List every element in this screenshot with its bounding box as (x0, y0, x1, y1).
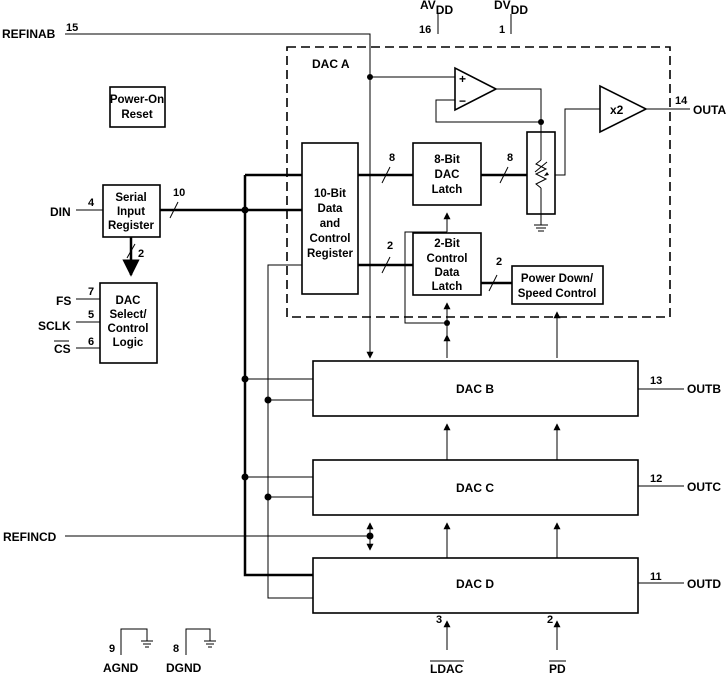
svg-text:Logic: Logic (113, 337, 144, 349)
bus-width-logic: 2 (138, 248, 144, 260)
fs-label: FS (56, 294, 71, 308)
outb-pin: 13 (650, 375, 662, 387)
outd-pin: 11 (650, 571, 662, 583)
din-pin: 4 (88, 197, 95, 209)
outc-label: OUTC (687, 480, 721, 494)
outa-label: OUTA (693, 103, 726, 117)
svg-text:10-Bit: 10-Bit (314, 188, 346, 200)
svg-text:and: and (320, 218, 340, 230)
pd-label: PD (549, 662, 566, 675)
cs-pin: 6 (88, 336, 94, 348)
dac-select-control-logic: DAC Select/ Control Logic (99, 282, 158, 364)
svg-text:DAC: DAC (435, 169, 460, 181)
outc-pin: 12 (650, 473, 662, 485)
svg-text:DAC: DAC (116, 295, 141, 307)
svg-text:Data: Data (435, 267, 461, 279)
agnd-ground: 9 AGND (103, 628, 153, 675)
avdd-supply: AVDD 16 (419, 0, 453, 36)
svg-text:Register: Register (307, 248, 354, 260)
resistor-string (526, 122, 556, 232)
agnd-label: AGND (103, 661, 139, 675)
dac-a-label: DAC A (312, 57, 350, 71)
dvdd-pin: 1 (499, 24, 505, 36)
dac-b-block: DAC B (312, 360, 639, 417)
reference-buffer: + − (454, 66, 498, 112)
din-label: DIN (50, 205, 71, 219)
refinab-pin: 15 (66, 22, 78, 34)
bus-width-dac-latch: 8 (389, 152, 395, 164)
power-on-reset-block: Power-On Reset (109, 86, 166, 128)
sclk-pin: 5 (88, 309, 94, 321)
cs-label: CS (54, 342, 71, 356)
pd-pin: 2 (547, 614, 553, 626)
data-control-register: 10-Bit Data and Control Register (301, 142, 359, 295)
outd-label: OUTD (687, 577, 721, 591)
svg-text:Serial: Serial (115, 192, 146, 204)
refinab-label: REFINAB (2, 27, 56, 41)
svg-text:Latch: Latch (432, 184, 463, 196)
ldac-pin: 3 (436, 614, 442, 626)
svg-text:Data: Data (318, 203, 344, 215)
bus-width-control-latch: 2 (387, 240, 393, 252)
svg-text:Control: Control (310, 233, 351, 245)
serial-input-register: Serial Input Register (102, 184, 161, 238)
dvdd-supply: DVDD 1 (494, 0, 528, 36)
control-data-latch: 2-Bit Control Data Latch (412, 232, 482, 296)
svg-text:+: + (459, 72, 466, 86)
svg-text:2-Bit: 2-Bit (434, 238, 460, 250)
refincd-label: REFINCD (3, 530, 57, 544)
dac-d-block: DAC D (312, 557, 639, 614)
svg-text:Control: Control (427, 253, 468, 265)
agnd-pin: 9 (109, 643, 115, 655)
dvdd-label: DVDD (494, 0, 528, 17)
svg-text:DAC B: DAC B (456, 382, 494, 396)
svg-text:Reset: Reset (121, 109, 152, 121)
outa-pin: 14 (675, 95, 688, 107)
avdd-pin: 16 (419, 24, 431, 36)
dac-a-enclosure (286, 46, 671, 318)
svg-text:DAC C: DAC C (456, 481, 494, 495)
refinab-wire (65, 33, 371, 335)
output-gain-amplifier: x2 (599, 84, 648, 134)
svg-text:8-Bit: 8-Bit (434, 154, 460, 166)
svg-text:DAC D: DAC D (456, 577, 494, 591)
fs-pin: 7 (88, 286, 94, 298)
svg-text:Control: Control (108, 323, 149, 335)
svg-text:Register: Register (108, 220, 155, 232)
avdd-label: AVDD (420, 0, 453, 17)
outb-label: OUTB (687, 382, 721, 396)
bus-width-dac-out: 8 (507, 152, 513, 164)
ldac-label: LDAC (430, 662, 464, 675)
svg-text:Input: Input (117, 206, 145, 218)
svg-text:Latch: Latch (432, 281, 463, 293)
dgnd-label: DGND (166, 661, 202, 675)
bus-width-serial: 10 (173, 187, 185, 199)
dgnd-ground: 8 DGND (166, 628, 216, 675)
svg-text:Speed Control: Speed Control (518, 288, 597, 300)
dgnd-pin: 8 (173, 643, 179, 655)
svg-text:Power-On: Power-On (110, 94, 164, 106)
dac-c-block: DAC C (312, 459, 639, 516)
svg-text:Select/: Select/ (109, 309, 147, 321)
sclk-label: SCLK (38, 319, 71, 333)
svg-text:x2: x2 (610, 103, 624, 117)
power-down-speed-control: Power Down/ Speed Control (511, 265, 604, 305)
svg-text:−: − (459, 94, 466, 108)
svg-text:Power Down/: Power Down/ (521, 273, 594, 285)
dac-latch: 8-Bit DAC Latch (412, 142, 482, 206)
bus-width-power-down: 2 (496, 256, 502, 268)
